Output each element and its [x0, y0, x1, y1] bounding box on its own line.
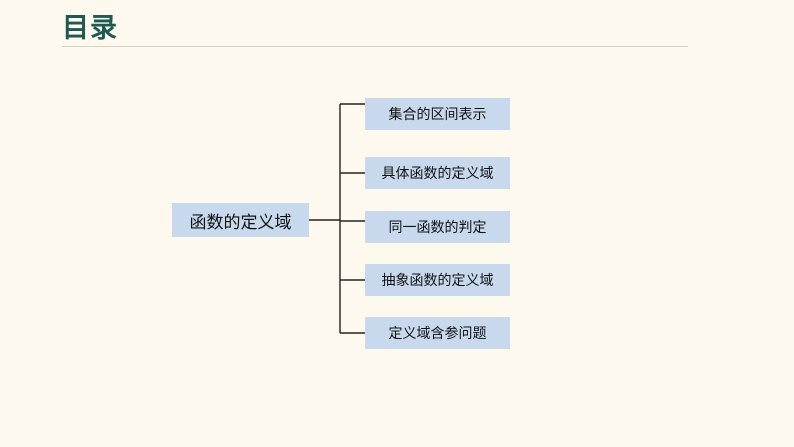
- leaf-node-interval-notation: 集合的区间表示: [365, 98, 510, 130]
- leaf-node-concrete-domain: 具体函数的定义域: [365, 157, 510, 189]
- title-divider: [62, 46, 688, 47]
- slide-title: 目录: [62, 13, 118, 44]
- leaf-node-parameter-domain: 定义域含参问题: [365, 317, 510, 349]
- leaf-node-abstract-domain: 抽象函数的定义域: [365, 264, 510, 296]
- leaf-node-same-function: 同一函数的判定: [365, 211, 510, 243]
- root-node: 函数的定义域: [172, 203, 309, 237]
